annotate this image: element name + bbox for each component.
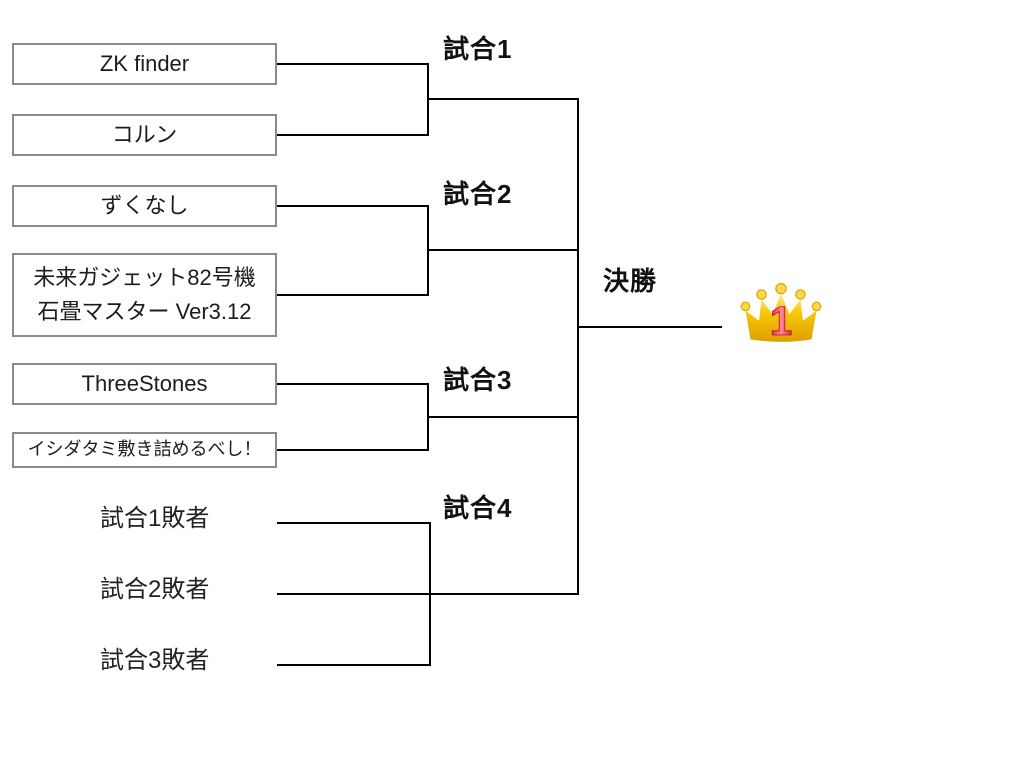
- entrant-box-zk-finder: ZK finder: [12, 43, 277, 85]
- entrant-box-ishidatami: イシダタミ敷き詰めるべし！: [12, 432, 277, 468]
- match-1-label: 試合1: [443, 34, 513, 64]
- match-2-label: 試合2: [443, 179, 513, 209]
- bracket-connector: [277, 664, 429, 666]
- bracket-connector: [427, 249, 577, 251]
- bracket-connector: [429, 522, 431, 666]
- loser-slot-match2: 試合2敗者: [100, 576, 210, 603]
- bracket-connector: [277, 593, 577, 595]
- bracket-connector: [277, 134, 427, 136]
- bracket-connector: [277, 383, 427, 385]
- entrant-box-threestones: ThreeStones: [12, 363, 277, 405]
- match-3-label: 試合3: [443, 365, 513, 395]
- bracket-connector: [277, 449, 427, 451]
- bracket-connector: [577, 98, 579, 595]
- first-place-crown-icon: 1: [736, 281, 826, 347]
- loser-slot-match1: 試合1敗者: [100, 505, 210, 532]
- loser-slot-match3: 試合3敗者: [100, 647, 210, 674]
- bracket-connector: [277, 205, 427, 207]
- bracket-connector: [577, 326, 722, 328]
- crown-number: 1: [770, 298, 793, 344]
- entrant-box-korun: コルン: [12, 114, 277, 156]
- entrant-box-mirai-gadget-82: 未来ガジェット82号機 石畳マスター Ver3.12: [12, 253, 277, 337]
- entrant-box-zukunashi: ずくなし: [12, 185, 277, 227]
- match-4-label: 試合4: [443, 493, 513, 523]
- final-label: 決勝: [603, 266, 658, 296]
- bracket-connector: [277, 522, 429, 524]
- bracket-connector: [427, 98, 577, 100]
- bracket-connector: [427, 416, 577, 418]
- bracket-connector: [277, 63, 427, 65]
- bracket-connector: [277, 294, 427, 296]
